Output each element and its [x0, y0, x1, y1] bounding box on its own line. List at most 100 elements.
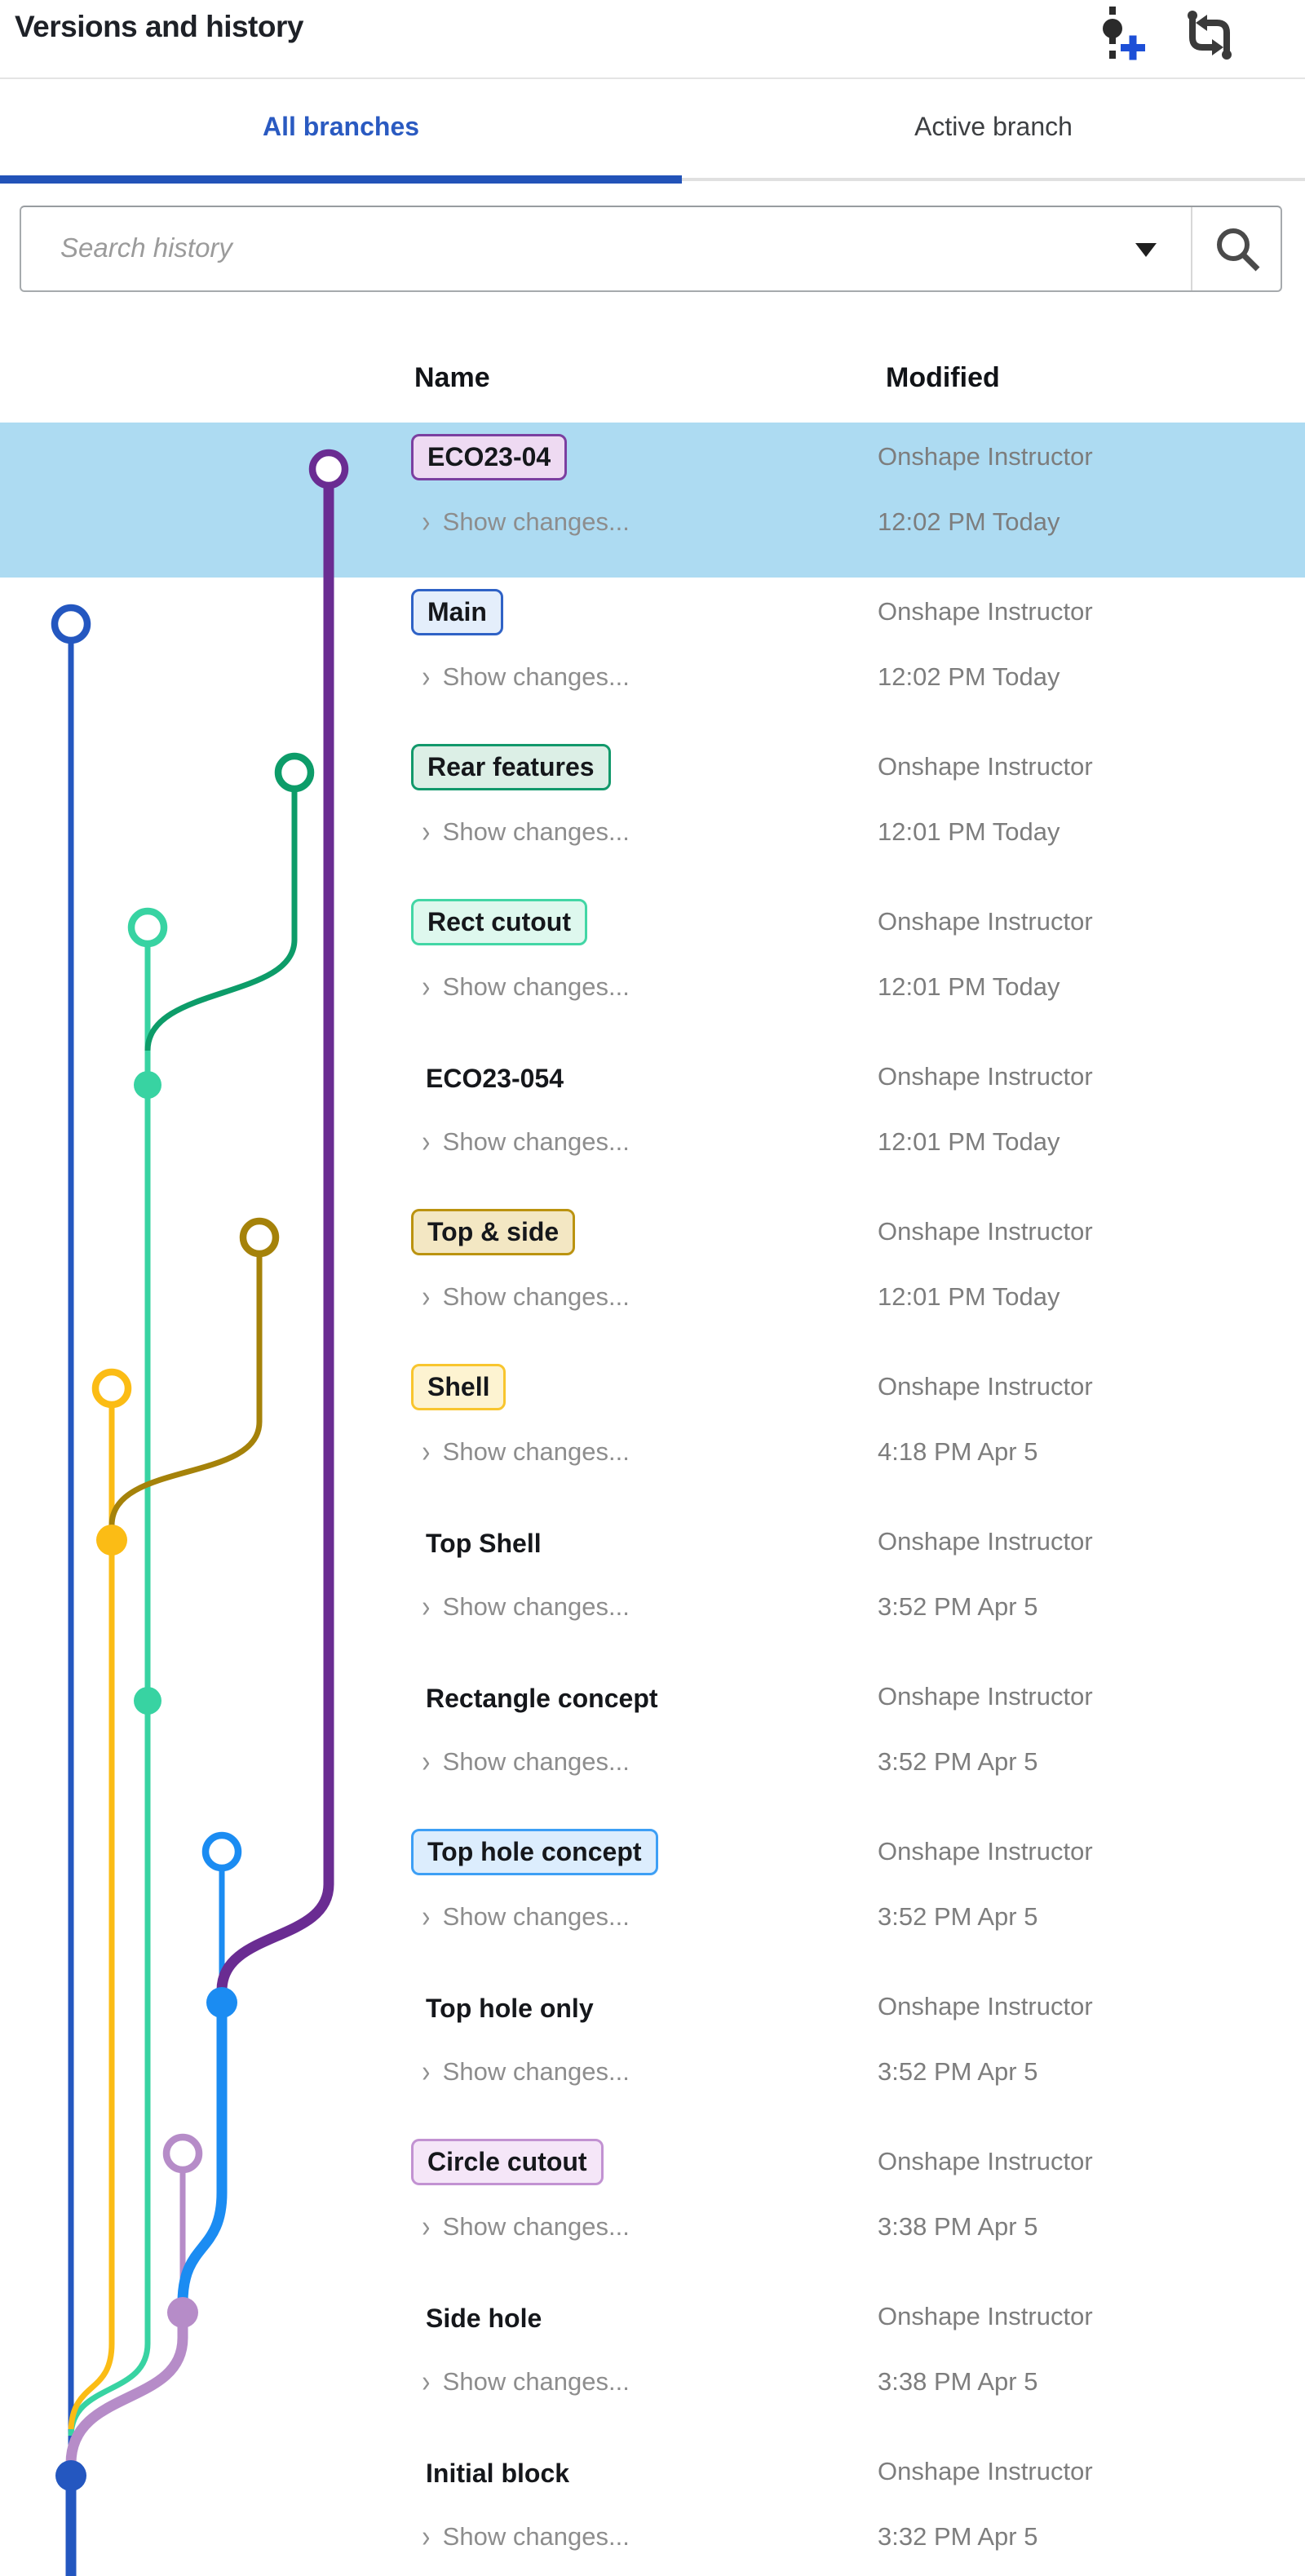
version-row-shell[interactable]: Shell › Show changes... Onshape Instructo… — [0, 1352, 1305, 1507]
commit-dot-side-hole[interactable] — [167, 2297, 198, 2328]
header-divider — [0, 77, 1305, 79]
version-row-circle-cutout[interactable]: Circle cutout ›Show changes... Onshape I… — [0, 2127, 1305, 2282]
modified-author: Onshape Instructor — [878, 2302, 1093, 2330]
tab-all-branches[interactable]: All branches — [262, 112, 420, 141]
commit-dot-top-hole-only[interactable] — [206, 1987, 237, 2018]
version-node-circle-cutout[interactable] — [162, 2133, 203, 2174]
modified-author: Onshape Instructor — [878, 1992, 1093, 2021]
show-changes-label: Show changes... — [442, 2212, 630, 2241]
commit-dot-top-shell[interactable] — [96, 1525, 127, 1556]
commit-dot-rectangle-concept[interactable] — [134, 1687, 161, 1715]
commit-dot-initial-block[interactable] — [55, 2460, 86, 2491]
modified-author: Onshape Instructor — [878, 2147, 1093, 2175]
version-history-list: ECO23-04 › Show changes... Onshape Instru… — [0, 423, 1305, 2576]
version-row-initial-block[interactable]: Initial block ›Show changes... Onshape I… — [0, 2437, 1305, 2576]
version-row-top-hole-concept[interactable]: Top hole concept ›Show changes... Onshap… — [0, 1817, 1305, 1972]
modified-author: Onshape Instructor — [878, 597, 1093, 626]
show-changes-link[interactable]: ›Show changes... — [421, 1280, 630, 1314]
show-changes-link[interactable]: › Show changes... — [421, 970, 630, 1004]
tab-active-branch[interactable]: Active branch — [914, 112, 1073, 141]
show-changes-link[interactable]: › Show changes... — [421, 1900, 630, 1934]
show-changes-label: Show changes... — [442, 662, 630, 691]
modified-author: Onshape Instructor — [878, 1527, 1093, 1556]
version-row-eco23-054[interactable]: ECO23-054 ›Show changes... Onshape Instr… — [0, 1042, 1305, 1197]
version-badge[interactable]: Circle cutout — [411, 2139, 604, 2185]
modified-author: Onshape Instructor — [878, 1682, 1093, 1711]
version-badge[interactable]: Rear features — [411, 744, 611, 790]
version-badge[interactable]: Main — [411, 589, 503, 635]
modified-time: 3:52 PM Apr 5 — [878, 1902, 1038, 1931]
panel-title: Versions and history — [15, 10, 303, 43]
version-node-top-hole-concept[interactable] — [201, 1831, 242, 1872]
column-header-modified: Modified — [886, 362, 1000, 393]
version-badge[interactable]: Top hole concept — [411, 1829, 658, 1875]
trunk-line-purple — [216, 486, 334, 1991]
show-changes-label: Show changes... — [442, 1902, 630, 1931]
chevron-right-icon: › — [422, 1900, 431, 1934]
show-changes-link[interactable]: ›Show changes... — [421, 2521, 630, 2552]
search-input[interactable] — [21, 207, 1145, 289]
show-changes-label: Show changes... — [442, 2057, 630, 2086]
modified-author: Onshape Instructor — [878, 1372, 1093, 1401]
version-node-rect-cutout[interactable] — [127, 907, 168, 948]
show-changes-link[interactable]: › Show changes... — [421, 1435, 630, 1469]
search-icon[interactable] — [1210, 222, 1266, 277]
modified-time: 3:52 PM Apr 5 — [878, 1592, 1038, 1621]
version-node-top-and-side[interactable] — [239, 1217, 280, 1258]
version-row-top-shell[interactable]: Top Shell ›Show changes... Onshape Instr… — [0, 1507, 1305, 1662]
show-changes-link[interactable]: ›Show changes... — [421, 2366, 630, 2397]
chevron-right-icon: › — [422, 1125, 431, 1159]
version-row-top-and-side[interactable]: Top & side ›Show changes... Onshape Inst… — [0, 1197, 1305, 1352]
branch-line-gold — [108, 1255, 263, 1526]
sync-branches-icon[interactable] — [1181, 5, 1238, 65]
show-changes-link[interactable]: ›Show changes... — [421, 1125, 630, 1159]
version-name: Rectangle concept — [426, 1684, 658, 1713]
show-changes-label: Show changes... — [442, 2367, 630, 2396]
modified-time: 4:18 PM Apr 5 — [878, 1437, 1038, 1466]
version-node-shell[interactable] — [91, 1368, 132, 1409]
chevron-right-icon: › — [422, 1435, 431, 1469]
version-row-rect-cutout[interactable]: Rect cutout › Show changes... Onshape Ins… — [0, 887, 1305, 1042]
show-changes-link[interactable]: ›Show changes... — [421, 817, 630, 848]
show-changes-label: Show changes... — [442, 972, 630, 1001]
show-changes-label: Show changes... — [442, 1437, 630, 1466]
create-version-icon[interactable] — [1088, 5, 1145, 65]
version-node-eco23-04[interactable] — [308, 449, 349, 489]
modified-author: Onshape Instructor — [878, 1217, 1093, 1246]
version-row-rear-features[interactable]: Rear features ›Show changes... Onshape I… — [0, 733, 1305, 887]
show-changes-link[interactable]: ›Show changes... — [421, 507, 630, 538]
version-node-main[interactable] — [51, 604, 91, 644]
modified-time: 3:32 PM Apr 5 — [878, 2522, 1038, 2551]
version-row-side-hole[interactable]: Side hole ›Show changes... Onshape Instr… — [0, 2282, 1305, 2437]
version-name: Top hole only — [426, 1994, 594, 2023]
version-badge[interactable]: ECO23-04 — [411, 434, 568, 480]
show-changes-link[interactable]: ›Show changes... — [421, 2056, 630, 2087]
modified-time: 12:01 PM Today — [878, 1282, 1060, 1311]
version-badge[interactable]: Shell — [411, 1364, 507, 1410]
modified-time: 12:01 PM Today — [878, 1127, 1060, 1156]
version-badge[interactable]: Top & side — [411, 1209, 576, 1255]
version-row-main[interactable]: Main › Show changes... Onshape Instructor… — [0, 578, 1305, 733]
chevron-right-icon: › — [422, 660, 431, 694]
version-name: Top Shell — [426, 1529, 542, 1558]
version-node-rear-features[interactable] — [274, 752, 315, 793]
show-changes-link[interactable]: ›Show changes... — [421, 2211, 630, 2242]
modified-author: Onshape Instructor — [878, 907, 1093, 936]
branch-line-green — [144, 790, 298, 1051]
commit-dot-eco23-054[interactable] — [134, 1071, 161, 1099]
version-badge[interactable]: Rect cutout — [411, 899, 587, 945]
chevron-right-icon: › — [422, 970, 431, 1004]
version-name: Side hole — [426, 2304, 542, 2333]
show-changes-link[interactable]: ›Show changes... — [421, 1746, 630, 1777]
version-row-rectangle-concept[interactable]: Rectangle concept ›Show changes... Onsha… — [0, 1662, 1305, 1817]
branch-line-yellow — [68, 1405, 115, 2430]
version-row-eco23-04[interactable]: ECO23-04 ›Show changes... Onshape Instru… — [0, 423, 1305, 578]
show-changes-link[interactable]: › Show changes... — [421, 660, 630, 694]
show-changes-link[interactable]: ›Show changes... — [421, 1591, 630, 1622]
modified-author: Onshape Instructor — [878, 752, 1093, 781]
chevron-right-icon: › — [422, 1280, 431, 1314]
modified-time: 12:02 PM Today — [878, 662, 1060, 691]
dropdown-caret-icon[interactable] — [1135, 243, 1157, 257]
version-row-top-hole-only[interactable]: Top hole only ›Show changes... Onshape I… — [0, 1972, 1305, 2127]
